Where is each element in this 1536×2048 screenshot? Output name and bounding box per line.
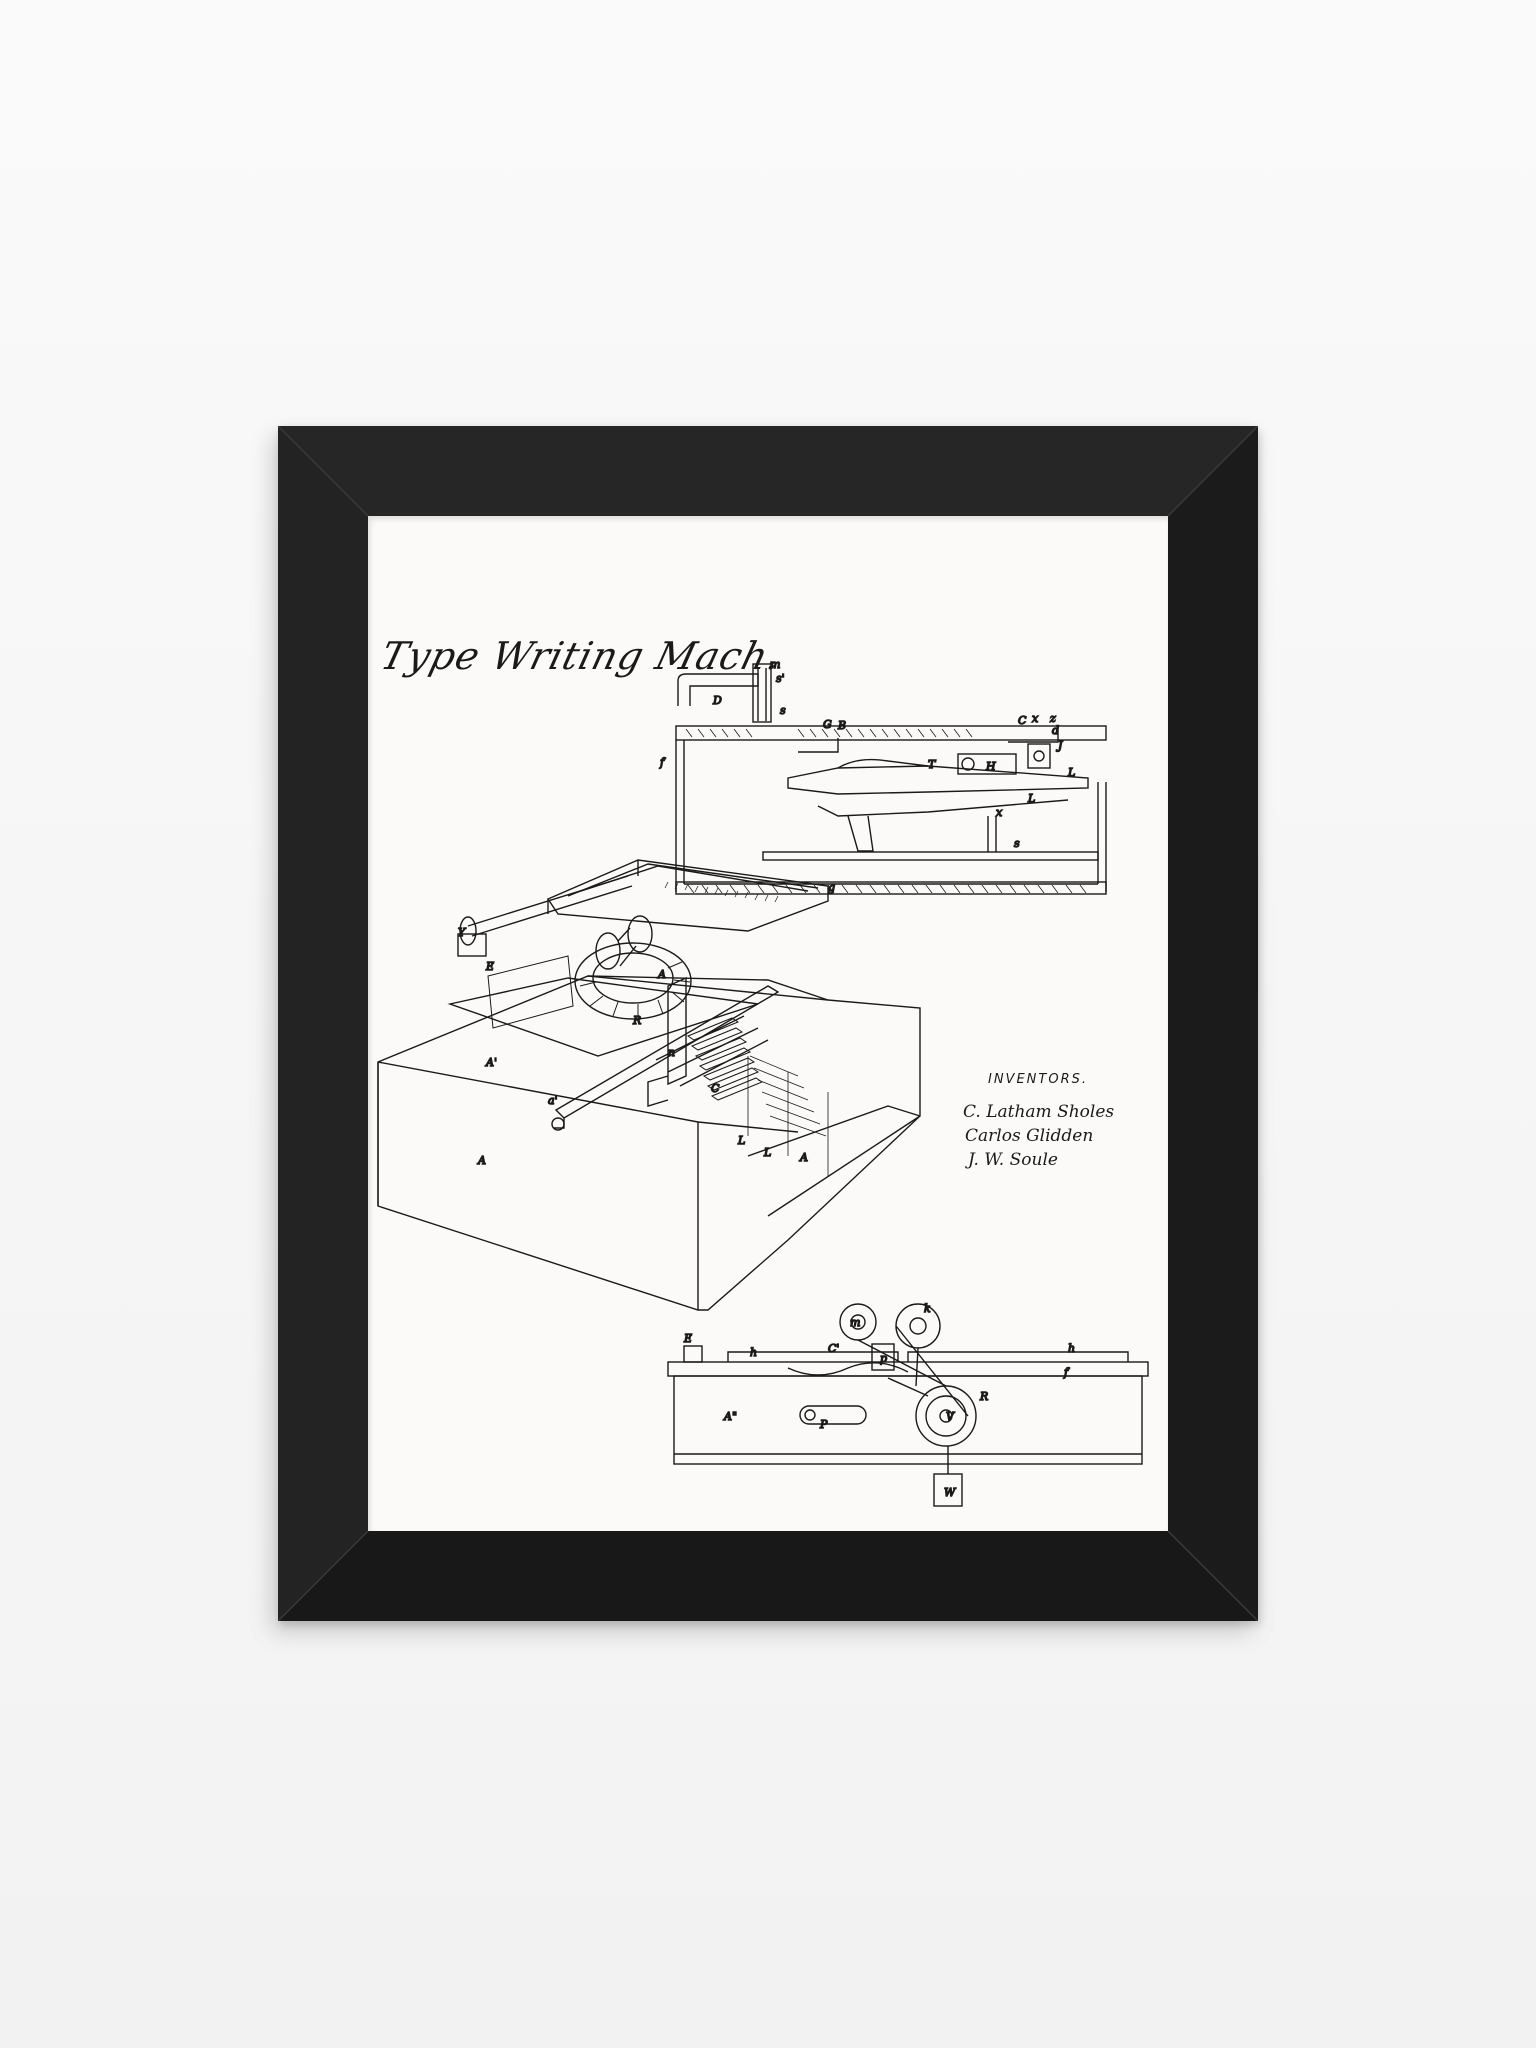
svg-text:H: H: [985, 760, 996, 773]
svg-text:Y: Y: [458, 926, 467, 939]
patent-print: m s' s D G B f C x z d J T H L L x s: [368, 516, 1168, 1531]
svg-text:p: p: [880, 1352, 887, 1365]
svg-text:g: g: [828, 881, 835, 894]
svg-text:D: D: [712, 694, 722, 707]
svg-text:f: f: [659, 756, 666, 769]
svg-text:E: E: [485, 960, 494, 973]
svg-text:m: m: [850, 1316, 860, 1329]
svg-text:G: G: [823, 718, 832, 731]
svg-text:A: A: [477, 1154, 486, 1167]
svg-text:T: T: [928, 758, 937, 771]
svg-text:A: A: [657, 968, 666, 981]
svg-text:s: s: [780, 704, 786, 717]
svg-text:W: W: [944, 1486, 957, 1499]
svg-text:d: d: [1052, 724, 1059, 737]
svg-text:P: P: [819, 1418, 828, 1431]
svg-text:h: h: [1068, 1342, 1075, 1355]
section-view-figure: m s' s D G B f C x z d J T H L L x s: [658, 657, 1107, 895]
svg-text:x: x: [1032, 712, 1039, 725]
svg-text:s: s: [1014, 837, 1020, 850]
svg-text:L: L: [1027, 792, 1035, 805]
svg-text:s': s': [776, 672, 785, 685]
svg-text:A: A: [799, 1151, 808, 1164]
svg-text:n: n: [668, 1046, 675, 1059]
picture-frame: m s' s D G B f C x z d J T H L L x s: [278, 426, 1258, 1621]
svg-text:f: f: [1063, 1366, 1070, 1379]
svg-text:k: k: [924, 1302, 931, 1315]
svg-text:x: x: [996, 806, 1003, 819]
svg-text:z: z: [1049, 712, 1056, 725]
svg-text:L: L: [1067, 766, 1075, 779]
svg-text:h: h: [750, 1346, 757, 1359]
svg-text:L: L: [763, 1146, 771, 1159]
svg-text:A': A': [485, 1056, 497, 1069]
svg-text:R: R: [632, 1014, 641, 1027]
svg-text:A": A": [723, 1410, 737, 1423]
svg-text:J: J: [1056, 739, 1063, 752]
frame-bevel: [278, 426, 1258, 1621]
svg-text:B: B: [837, 719, 846, 732]
svg-text:C: C: [1018, 714, 1027, 727]
svg-text:V: V: [946, 1410, 955, 1423]
svg-text:C: C: [711, 1082, 720, 1095]
svg-text:L: L: [737, 1134, 745, 1147]
svg-text:R: R: [979, 1390, 988, 1403]
patent-drawing: m s' s D G B f C x z d J T H L L x s: [377, 657, 1149, 1507]
inventor-signature: J. W. Soule: [968, 1150, 1058, 1170]
inventor-signature: C. Latham Sholes: [963, 1102, 1115, 1122]
patent-title: Type Writing Mach.: [376, 634, 787, 678]
isometric-view-figure: Y E R A' A C A L L g A n a': [377, 859, 921, 1311]
svg-text:E: E: [683, 1332, 692, 1345]
svg-text:C': C': [828, 1342, 839, 1355]
side-view-figure: E A" P V R W m k p C' h f h: [667, 1301, 1149, 1507]
svg-text:m: m: [770, 658, 780, 671]
inventor-signature: Carlos Glidden: [965, 1126, 1094, 1146]
svg-text:a': a': [548, 1094, 558, 1107]
inventors-heading: INVENTORS.: [988, 1072, 1088, 1087]
